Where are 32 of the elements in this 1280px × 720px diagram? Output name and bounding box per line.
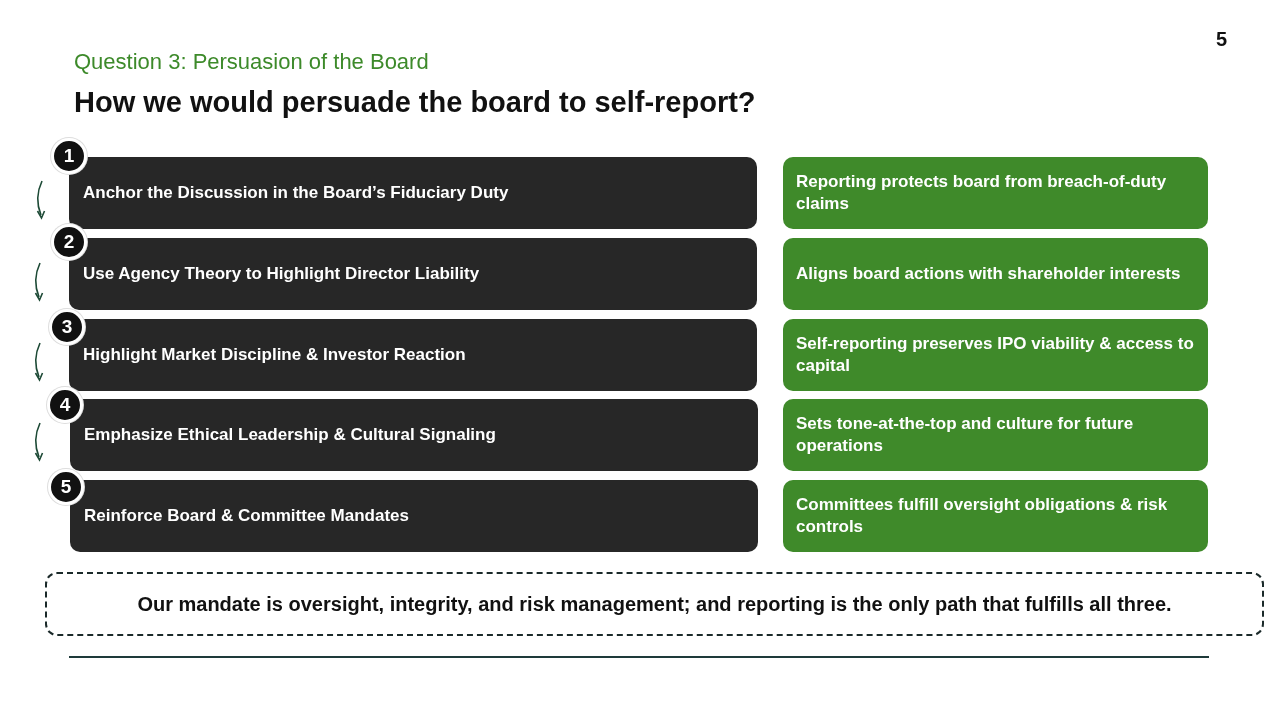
benefit-box — [783, 480, 1208, 552]
step-box — [70, 399, 758, 471]
box-text: Reporting protects board from breach-of-duty claims — [796, 170, 1168, 215]
box-text: Highlight Market Discipline & Investor Reaction — [83, 343, 466, 366]
box-text: Aligns board actions with shareholder interests — [796, 262, 1181, 285]
step-number-circle — [51, 138, 87, 174]
box-text: 1 — [63, 143, 75, 168]
box-text: Reinforce Board & Committee Mandates — [84, 504, 409, 527]
box-text: 3 — [61, 314, 73, 339]
box-text: Use Agency Theory to Highlight Director Liability — [83, 262, 480, 285]
step-number-circle — [49, 309, 85, 345]
box-text: Our mandate is oversight, integrity, and risk management; and reporting is the only path that fulfills all three. — [137, 592, 1172, 617]
box-text: Self-reporting preserves IPO viability & access to capital — [796, 332, 1195, 377]
page-number: 5 — [1216, 28, 1228, 51]
box-text: 4 — [59, 392, 71, 417]
step-number-circle — [47, 387, 83, 423]
subtitle: Question 3: Persuasion of the Board — [74, 49, 429, 75]
benefit-box — [783, 238, 1208, 310]
box-text: Sets tone-at-the-top and culture for future operations — [796, 412, 1135, 457]
box-text: 5 — [60, 474, 72, 499]
benefit-box — [783, 157, 1208, 229]
step-box — [70, 480, 758, 552]
benefit-box — [783, 319, 1208, 391]
box-text: Anchor the Discussion in the Board’s Fiduciary Duty — [83, 181, 509, 204]
box-text: Committees fulfill oversight obligations & risk controls — [796, 493, 1169, 538]
box-text: Emphasize Ethical Leadership & Cultural Signaling — [84, 423, 496, 446]
benefit-box — [783, 399, 1208, 471]
box-text: 2 — [63, 229, 75, 254]
step-number-circle — [51, 224, 87, 260]
step-number-circle — [48, 469, 84, 505]
title: How we would persuade the board to self-report? — [74, 86, 756, 119]
summary-box — [45, 572, 1264, 636]
